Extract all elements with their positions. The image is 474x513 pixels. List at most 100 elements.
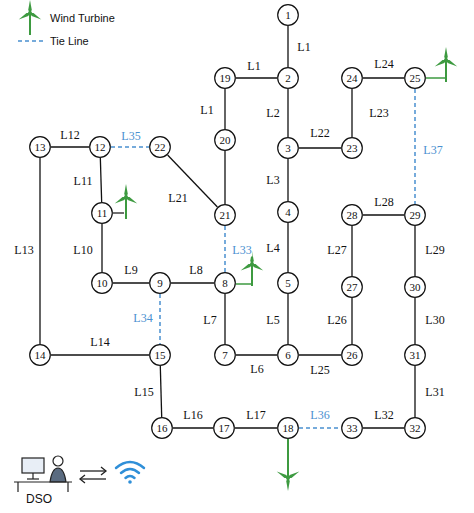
line-label: L33 [231, 244, 252, 257]
line-section [168, 155, 218, 207]
bus-number: 30 [404, 276, 426, 298]
bus-number: 2 [277, 67, 299, 89]
bus-node: 30 [404, 276, 426, 298]
line-label: L11 [73, 175, 94, 188]
line-section [352, 298, 353, 344]
line-label: L8 [188, 264, 203, 277]
line-label: L21 [167, 192, 188, 205]
line-label: L16 [182, 409, 203, 422]
bus-node: 13 [29, 136, 51, 158]
line-section [225, 89, 226, 129]
line-label: L1 [199, 104, 214, 117]
bus-node: 16 [151, 417, 173, 439]
line-section [113, 283, 149, 284]
line-label: L9 [123, 264, 138, 277]
bus-node: 31 [404, 344, 426, 366]
bus-number: 27 [341, 276, 363, 298]
line-label: L5 [265, 314, 280, 327]
line-label: L7 [202, 314, 217, 327]
bus-node: 9 [149, 272, 171, 294]
line-label: L37 [422, 144, 443, 157]
wind-turbine [276, 470, 300, 491]
bus-node: 24 [341, 67, 363, 89]
line-label: L17 [245, 409, 266, 422]
legend-text: Wind Turbine [50, 11, 115, 25]
bus-number: 23 [341, 137, 363, 159]
line-label: L12 [59, 129, 80, 142]
bus-node: 23 [341, 137, 363, 159]
turbine-link [236, 283, 252, 285]
turbine-link [426, 77, 446, 79]
operator-label: DSO [26, 492, 52, 506]
line-section [288, 159, 289, 201]
exchange-arrows [80, 467, 106, 483]
bus-number: 20 [214, 129, 236, 151]
line-label: L30 [424, 314, 445, 327]
bus-node: 19 [214, 67, 236, 89]
bus-number: 11 [91, 202, 113, 224]
bus-number: 7 [214, 344, 236, 366]
bus-node: 26 [341, 344, 363, 366]
line-section [51, 147, 89, 148]
bus-number: 12 [89, 136, 111, 158]
line-label: L35 [120, 130, 141, 143]
bus-node: 8 [214, 272, 236, 294]
line-section [173, 428, 213, 429]
line-label: L1 [296, 41, 311, 54]
line-section [171, 283, 214, 284]
line-label: L22 [309, 127, 330, 140]
bus-number: 15 [149, 344, 171, 366]
line-section [102, 224, 103, 272]
line-label: L32 [373, 409, 394, 422]
bus-node: 15 [149, 344, 171, 366]
line-section [363, 215, 404, 216]
tie-line-sample [18, 40, 44, 42]
bus-node: 11 [91, 202, 113, 224]
line-section [415, 298, 416, 344]
line-label: L31 [424, 386, 445, 399]
wind-turbine [434, 47, 458, 82]
tie-line [160, 294, 161, 344]
line-label: L26 [326, 314, 347, 327]
bus-node: 4 [277, 201, 299, 223]
line-section [51, 355, 149, 356]
bus-number: 8 [214, 272, 236, 294]
line-section [225, 294, 226, 344]
turbine-legend-icon [18, 0, 42, 35]
bus-node: 2 [277, 67, 299, 89]
bus-node: 27 [341, 276, 363, 298]
line-section [363, 428, 404, 429]
line-label: L1 [246, 60, 261, 73]
bus-node: 32 [404, 417, 426, 439]
bus-number: 33 [341, 417, 363, 439]
bus-number: 17 [213, 417, 235, 439]
bus-node: 21 [214, 204, 236, 226]
bus-number: 1 [277, 4, 299, 26]
bus-node: 17 [213, 417, 235, 439]
line-section [415, 226, 416, 276]
line-label: L28 [373, 196, 394, 209]
bus-number: 3 [277, 137, 299, 159]
tie-line [299, 428, 341, 429]
line-section [160, 366, 161, 417]
bus-number: 13 [29, 136, 51, 158]
line-section [299, 355, 341, 356]
bus-node: 33 [341, 417, 363, 439]
bus-node: 25 [404, 67, 426, 89]
bus-number: 5 [277, 272, 299, 294]
bus-node: 12 [89, 136, 111, 158]
line-label: L24 [373, 58, 394, 71]
line-label: L3 [265, 174, 280, 187]
line-section [236, 78, 277, 79]
line-section [299, 148, 341, 149]
line-section [288, 294, 289, 344]
bus-number: 4 [277, 201, 299, 223]
line-label: L14 [89, 336, 110, 349]
turbine-link [113, 212, 124, 213]
line-section [415, 366, 416, 417]
line-label: L4 [265, 242, 280, 255]
line-label: L27 [326, 244, 347, 257]
bus-node: 22 [149, 136, 171, 158]
